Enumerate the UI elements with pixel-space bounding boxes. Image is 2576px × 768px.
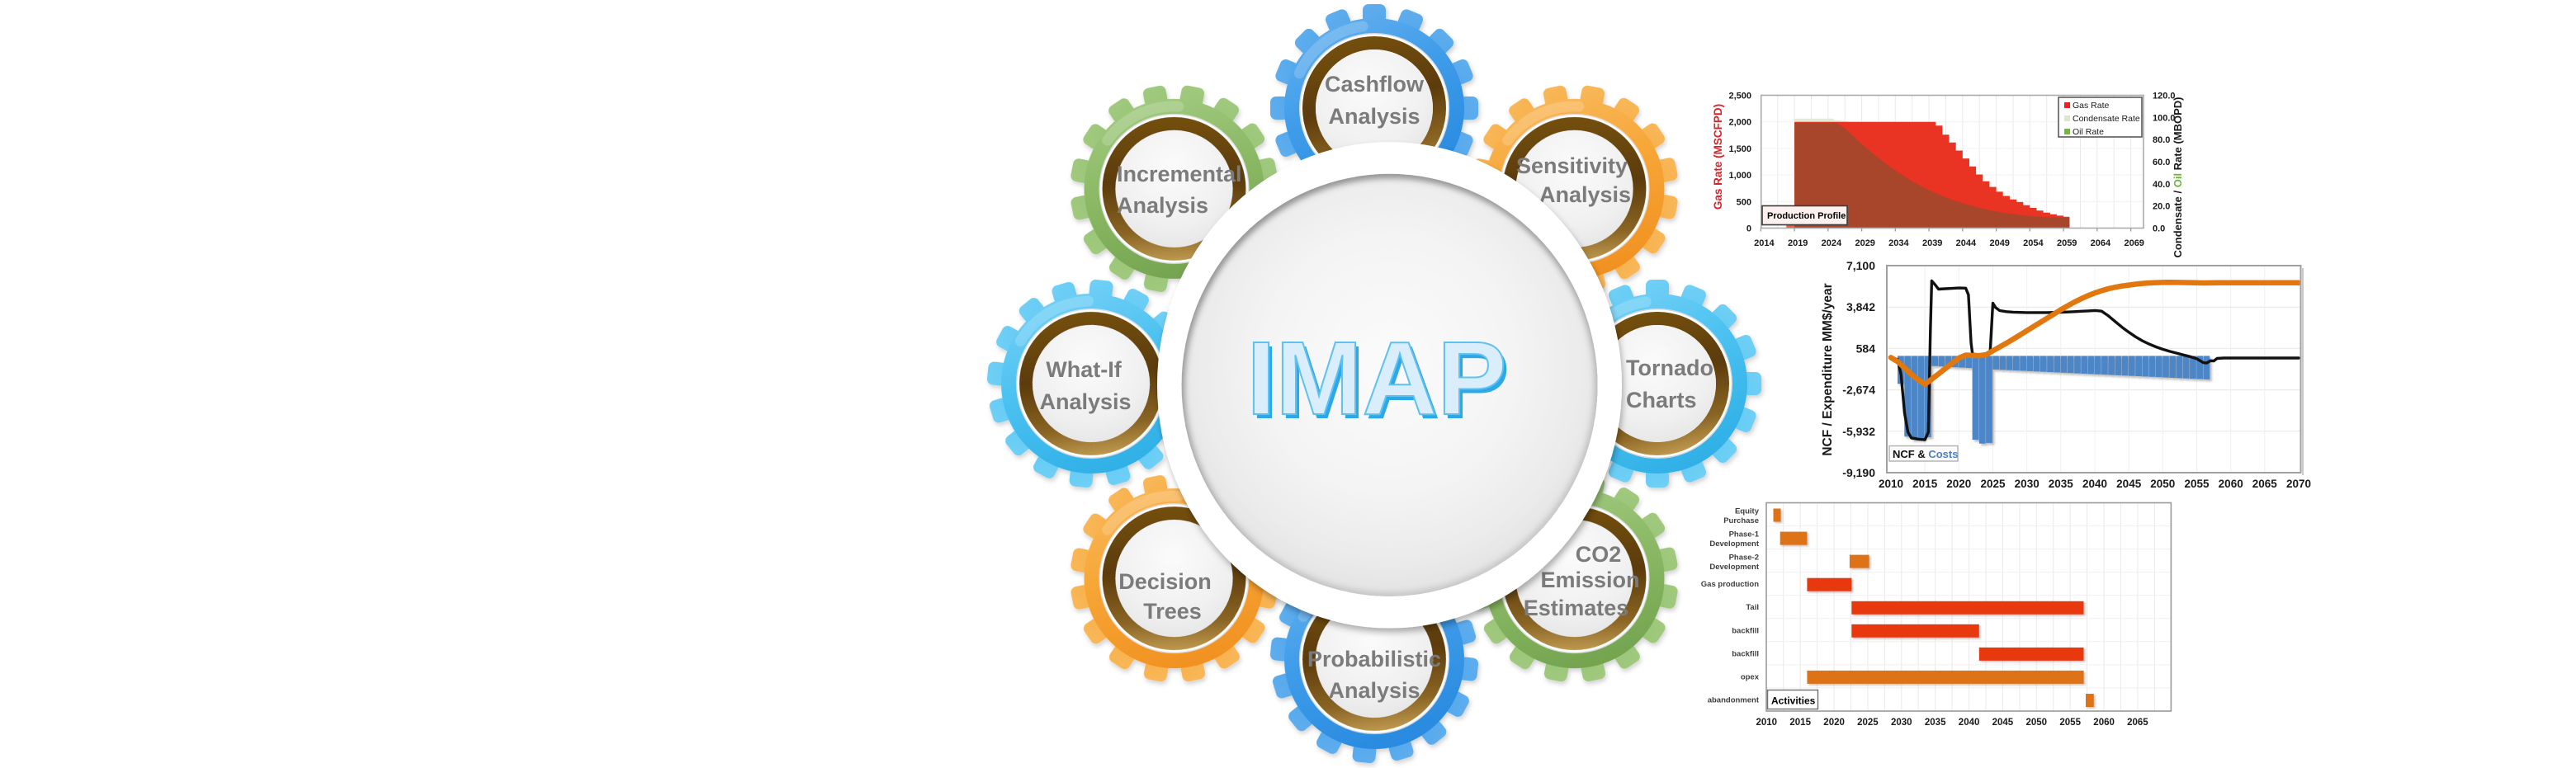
svg-text:2025: 2025 <box>1980 478 2006 490</box>
svg-text:Phase-2: Phase-2 <box>1729 554 1759 563</box>
svg-text:2070: 2070 <box>2286 478 2311 490</box>
svg-text:60.0: 60.0 <box>2153 158 2170 167</box>
svg-text:2030: 2030 <box>2015 478 2040 490</box>
svg-text:Analysis: Analysis <box>1539 182 1631 207</box>
svg-text:CO2: CO2 <box>1576 542 1622 567</box>
svg-text:2059: 2059 <box>2057 238 2077 248</box>
svg-text:2030: 2030 <box>1891 718 1912 728</box>
svg-text:2010: 2010 <box>1756 718 1778 728</box>
svg-text:Tornado: Tornado <box>1626 356 1713 380</box>
svg-text:2035: 2035 <box>2049 478 2074 490</box>
svg-text:Equity: Equity <box>1735 507 1760 516</box>
svg-text:What-If: What-If <box>1046 357 1122 382</box>
svg-text:2,500: 2,500 <box>1728 92 1751 101</box>
svg-text:Gas Rate (MSCFPD): Gas Rate (MSCFPD) <box>1712 104 1724 210</box>
svg-text:Activities: Activities <box>1771 695 1816 707</box>
svg-text:2039: 2039 <box>1922 238 1942 248</box>
svg-text:Analysis: Analysis <box>1117 193 1208 218</box>
svg-text:2020: 2020 <box>1823 718 1845 728</box>
svg-text:20.0: 20.0 <box>2153 202 2170 212</box>
svg-text:Condensate / Oil Rate (MBOPD): Condensate / Oil Rate (MBOPD) <box>2172 97 2184 257</box>
svg-text:2060: 2060 <box>2093 718 2115 728</box>
svg-text:Tail: Tail <box>1746 603 1759 612</box>
svg-text:2055: 2055 <box>2059 718 2081 728</box>
svg-text:2029: 2029 <box>1855 238 1874 248</box>
svg-text:opex: opex <box>1741 672 1760 681</box>
svg-text:Analysis: Analysis <box>1328 104 1420 129</box>
svg-text:1,500: 1,500 <box>1728 144 1751 154</box>
svg-text:2010: 2010 <box>1879 478 1903 490</box>
svg-text:2044: 2044 <box>1956 238 1977 248</box>
svg-text:backfill: backfill <box>1732 626 1759 635</box>
svg-text:Incremental: Incremental <box>1117 162 1242 186</box>
svg-text:-9,190: -9,190 <box>1842 466 1875 479</box>
svg-text:IMAP: IMAP <box>1250 324 1510 441</box>
svg-text:2069: 2069 <box>2124 238 2144 248</box>
svg-text:2034: 2034 <box>1888 238 1909 248</box>
svg-text:40.0: 40.0 <box>2153 180 2170 190</box>
svg-text:Trees: Trees <box>1143 599 1202 624</box>
svg-text:2064: 2064 <box>2091 238 2111 248</box>
svg-text:2015: 2015 <box>1789 718 1811 728</box>
svg-text:2050: 2050 <box>2150 478 2175 490</box>
svg-text:2045: 2045 <box>2116 478 2142 490</box>
svg-text:Development: Development <box>1709 563 1759 572</box>
svg-text:0: 0 <box>1746 224 1751 234</box>
svg-text:2020: 2020 <box>1946 478 1971 490</box>
svg-text:Emission: Emission <box>1540 568 1639 592</box>
svg-text:Production Profile: Production Profile <box>1767 211 1846 221</box>
svg-text:1,000: 1,000 <box>1728 171 1751 181</box>
svg-text:2040: 2040 <box>2082 478 2107 490</box>
svg-text:NCF / Expenditure MM$/year: NCF / Expenditure MM$/year <box>1821 283 1835 455</box>
svg-text:2,000: 2,000 <box>1728 118 1751 128</box>
svg-text:2055: 2055 <box>2184 478 2210 490</box>
svg-text:2015: 2015 <box>1912 478 1938 490</box>
svg-text:2024: 2024 <box>1822 238 1842 248</box>
svg-text:Probabilistic: Probabilistic <box>1307 647 1441 671</box>
svg-text:abandonment: abandonment <box>1708 696 1760 705</box>
svg-text:500: 500 <box>1737 197 1751 207</box>
svg-text:Charts: Charts <box>1626 388 1697 412</box>
svg-text:-2,674: -2,674 <box>1842 384 1875 397</box>
svg-text:80.0: 80.0 <box>2153 135 2170 145</box>
svg-text:IMAP: IMAP <box>1247 320 1507 436</box>
svg-text:2019: 2019 <box>1788 238 1808 248</box>
svg-text:Sensitivity: Sensitivity <box>1516 153 1628 178</box>
svg-text:2054: 2054 <box>2023 238 2044 248</box>
svg-text:Gas production: Gas production <box>1701 580 1759 589</box>
svg-text:Gas Rate: Gas Rate <box>2073 101 2110 111</box>
svg-text:2050: 2050 <box>2026 718 2048 728</box>
svg-text:Decision: Decision <box>1118 569 1212 594</box>
svg-text:Oil Rate: Oil Rate <box>2073 127 2104 137</box>
svg-text:Purchase: Purchase <box>1723 516 1759 525</box>
svg-text:Condensate Rate: Condensate Rate <box>2073 114 2140 124</box>
svg-text:Development: Development <box>1709 539 1759 549</box>
svg-text:2045: 2045 <box>1992 718 2014 728</box>
svg-text:120.0: 120.0 <box>2153 92 2176 101</box>
svg-text:Cashflow: Cashflow <box>1325 72 1425 97</box>
svg-text:3,842: 3,842 <box>1846 300 1875 313</box>
svg-text:2065: 2065 <box>2252 478 2278 490</box>
svg-text:backfill: backfill <box>1732 649 1759 658</box>
svg-text:-5,932: -5,932 <box>1842 425 1875 438</box>
svg-text:Estimates: Estimates <box>1524 596 1629 620</box>
svg-text:2065: 2065 <box>2127 718 2148 728</box>
svg-text:2014: 2014 <box>1754 238 1775 248</box>
svg-text:2025: 2025 <box>1857 718 1879 728</box>
svg-text:2060: 2060 <box>2219 478 2243 490</box>
svg-text:Analysis: Analysis <box>1039 389 1131 414</box>
svg-text:584: 584 <box>1856 342 1876 355</box>
svg-text:NCF & Costs: NCF & Costs <box>1893 448 1958 460</box>
svg-text:2035: 2035 <box>1925 718 1946 728</box>
svg-text:100.0: 100.0 <box>2153 113 2176 123</box>
svg-text:0.0: 0.0 <box>2153 224 2165 234</box>
svg-text:7,100: 7,100 <box>1846 259 1875 272</box>
svg-text:Phase-1: Phase-1 <box>1729 530 1760 539</box>
svg-text:Analysis: Analysis <box>1328 678 1420 703</box>
svg-text:2040: 2040 <box>1959 718 1980 728</box>
svg-text:2049: 2049 <box>1989 238 2009 248</box>
